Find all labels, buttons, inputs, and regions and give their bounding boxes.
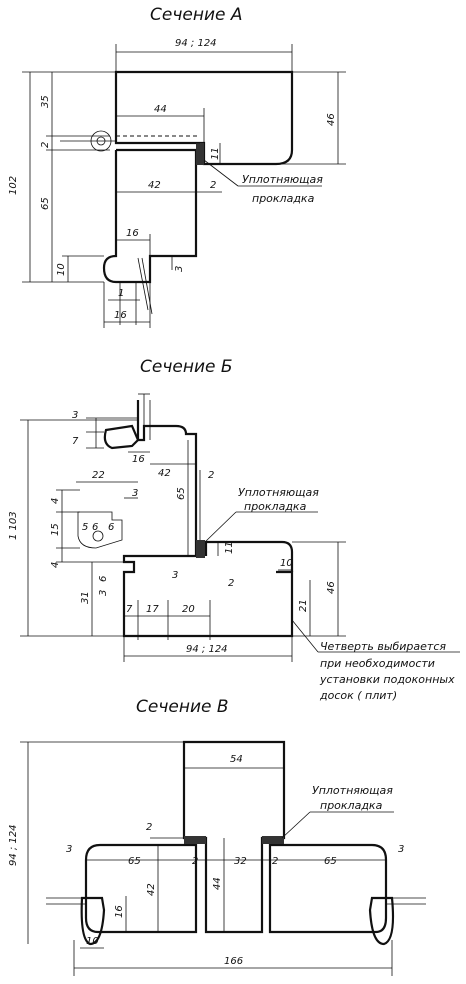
- sec-a-dim-35: 35: [40, 95, 51, 108]
- sec-b-dim-6: 6: [98, 576, 109, 582]
- sec-a-dim-16b: 16: [114, 310, 127, 321]
- sec-b-dim-11: 11: [224, 541, 235, 554]
- sec-b-dim-7: 7: [72, 436, 79, 447]
- sec-v-dim-65a: 65: [128, 856, 141, 867]
- section-v: Сечение В 54 94 ; 124 3 3 65 2 32 2 65 2: [8, 697, 426, 976]
- sec-a-dim-102: 102: [8, 176, 19, 195]
- sec-a-dim-10: 10: [56, 263, 67, 276]
- sec-v-seal-label-1: Уплотняющая: [312, 784, 393, 797]
- sec-a-dim-1: 1: [118, 288, 124, 299]
- sec-b-dim-22: 22: [92, 470, 105, 481]
- sec-a-dim-3: 3: [174, 266, 185, 272]
- sec-v-dim-166: 166: [224, 956, 243, 967]
- sec-a-seal-label-1: Уплотняющая: [242, 173, 323, 186]
- sec-a-dim-42: 42: [148, 180, 161, 191]
- sec-v-dim-65b: 65: [324, 856, 337, 867]
- sec-v-dim-3a: 3: [66, 844, 72, 855]
- sec-b-drip: [103, 424, 140, 450]
- sec-b-note-2: при необходимости: [320, 657, 435, 670]
- sec-b-dim-width: 94 ; 124: [186, 644, 228, 655]
- sec-b-seal-label-2: прокладка: [244, 500, 307, 513]
- sec-b-seal: [196, 540, 205, 558]
- sec-b-dim-16: 16: [132, 454, 145, 465]
- sec-a-dim-2b: 2: [210, 180, 216, 191]
- sec-b-dim-6a: 6: [92, 522, 98, 533]
- sec-a-dim-44: 44: [154, 104, 167, 115]
- sec-b-dim-17: 17: [146, 604, 159, 615]
- sec-a-dim-65: 65: [40, 197, 51, 210]
- sec-b-seal-label-1: Уплотняющая: [238, 486, 319, 499]
- sec-b-frame-profile: [122, 400, 294, 638]
- sec-b-dim-103: 1 103: [8, 511, 19, 540]
- sec-a-dim-width: 94 ; 124: [175, 38, 217, 49]
- section-v-title: Сечение В: [136, 697, 229, 717]
- sec-v-dim-2a: 2: [192, 856, 198, 867]
- sec-b-dim-3d: 3: [98, 590, 109, 596]
- sec-a-seal-label-2: прокладка: [252, 192, 315, 205]
- sec-b-dim-31: 31: [80, 591, 91, 604]
- sec-a-frame-profile: [102, 148, 198, 284]
- sec-v-dim-54: 54: [230, 754, 243, 765]
- sec-b-note-4: досок ( плит): [319, 689, 397, 702]
- sec-v-dim-2b: 2: [272, 856, 278, 867]
- sec-a-seal: [196, 143, 204, 165]
- sec-v-dim-height: 94 ; 124: [8, 824, 19, 866]
- sec-b-note-3: установки подоконных: [319, 673, 455, 686]
- sec-b-dim-46: 46: [326, 581, 337, 594]
- sec-b-dim-6b: 6: [108, 522, 114, 533]
- sec-b-dim-4a: 4: [50, 498, 61, 504]
- sec-v-dim-42: 42: [146, 883, 157, 896]
- sec-v-dim-44: 44: [212, 877, 223, 890]
- sec-b-dim-15: 15: [50, 523, 61, 536]
- sec-b-dim-21: 21: [298, 599, 309, 612]
- sec-b-dim-3a: 3: [72, 410, 78, 421]
- sec-v-right-sash: [268, 843, 388, 934]
- sec-a-dim-16a: 16: [126, 228, 139, 239]
- sec-b-dim-7b: 7: [126, 604, 133, 615]
- sec-v-dim-16: 16: [114, 905, 125, 918]
- sec-v-left-sash: [84, 843, 198, 934]
- section-b: Сечение Б 3 7 16 42 22 3 65 2: [8, 357, 460, 702]
- sec-a-dim-46: 46: [326, 113, 337, 126]
- sec-v-seal-right: [262, 836, 284, 844]
- sec-b-dim-20: 20: [182, 604, 195, 615]
- sec-b-dim-5: 5: [82, 522, 88, 533]
- sec-b-dim-2b: 2: [228, 578, 234, 589]
- sec-a-dim-11: 11: [210, 147, 221, 160]
- sec-v-dim-10: 10: [86, 936, 99, 947]
- section-b-title: Сечение Б: [140, 357, 233, 377]
- sec-b-sash-profile: [204, 540, 294, 572]
- sec-b-dim-3b: 3: [132, 488, 138, 499]
- sec-v-dim-2v: 2: [146, 822, 152, 833]
- sec-b-dim-65: 65: [176, 487, 187, 500]
- sec-v-seal-label-2: прокладка: [320, 799, 383, 812]
- sec-b-dim-4b: 4: [50, 562, 61, 568]
- sec-v-dim-32: 32: [234, 856, 247, 867]
- sec-b-note-1: Четверть выбирается: [320, 640, 446, 653]
- sec-a-dim-2: 2: [40, 142, 51, 148]
- sec-b-dim-2: 2: [208, 470, 214, 481]
- section-a: Сечение А 94 ; 124 102 35 2 65 10: [8, 5, 346, 328]
- sec-v-dim-3b: 3: [398, 844, 404, 855]
- sec-b-dim-10: 10: [280, 558, 293, 569]
- section-a-title: Сечение А: [150, 5, 243, 25]
- sec-b-dim-42: 42: [158, 468, 171, 479]
- sec-b-dim-3c: 3: [172, 570, 178, 581]
- sec-v-seal-left: [184, 836, 206, 844]
